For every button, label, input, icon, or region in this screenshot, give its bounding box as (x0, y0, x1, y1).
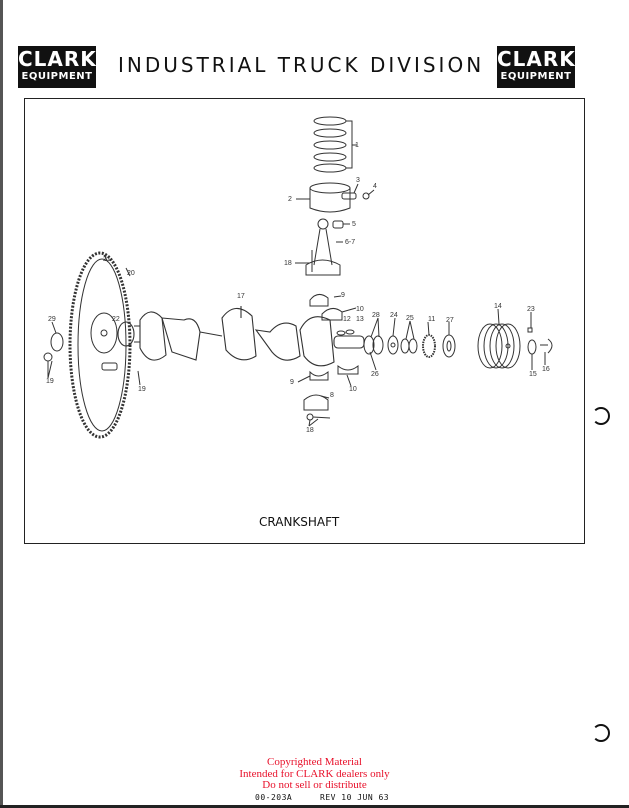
page-title: INDUSTRIAL TRUCK DIVISION (118, 53, 485, 77)
callout-label: 18 (284, 260, 292, 267)
figure-caption: CRANKSHAFT (259, 515, 340, 529)
callout-label: 17 (237, 293, 245, 300)
piston-rings (313, 116, 347, 173)
bearing-lower (309, 370, 329, 381)
callout-label: 24 (390, 312, 398, 319)
flywheel (68, 251, 132, 439)
callout-labels: 1 2 3 4 5 6-7 18 21 20 17 9 10 12 13 28 … (46, 142, 550, 434)
callout-label: 22 (112, 316, 120, 323)
bearing-upper (309, 294, 329, 307)
pilot-bearing (50, 332, 64, 352)
binder-hole-mark (592, 407, 610, 425)
copyright-line: Intended for CLARK dealers only (239, 768, 390, 780)
callout-label: 26 (371, 371, 379, 378)
callout-label: 19 (46, 378, 54, 385)
bearing-thrust (321, 308, 343, 321)
callout-label: 6-7 (345, 239, 355, 246)
callout-label: 25 (406, 315, 414, 322)
figure-frame (24, 98, 585, 544)
callout-label: 23 (527, 306, 535, 313)
clark-logo-right: CLARK EQUIPMENT (497, 46, 575, 88)
document-number: 00-203A (255, 793, 293, 802)
callout-label: 20 (127, 270, 135, 277)
callout-label: 10 (349, 386, 357, 393)
page-bottom-edge (0, 805, 629, 808)
logo-text: CLARK (497, 47, 576, 71)
callout-label: 19 (138, 386, 146, 393)
callout-label: 21 (103, 256, 111, 263)
logo-text: CLARK (18, 47, 97, 71)
crankshaft-gear (422, 334, 436, 358)
callout-label: 2 (288, 196, 292, 203)
callout-label: 27 (446, 317, 454, 324)
bearing-lower-thrust (337, 364, 359, 375)
callout-label: 12 (343, 316, 351, 323)
copyright-line: Do not sell or distribute (262, 779, 367, 791)
binder-hole-mark (592, 724, 610, 742)
callout-label: 16 (542, 366, 550, 373)
logo-subtext: EQUIPMENT (500, 71, 572, 82)
callout-label: 10 (356, 306, 364, 313)
logo-subtext: EQUIPMENT (21, 71, 93, 82)
flywheel-dowel (101, 362, 118, 371)
clark-logo-left: CLARK EQUIPMENT (18, 46, 96, 88)
crankshaft (117, 306, 365, 367)
callout-label: 9 (341, 292, 345, 299)
revision-date: REV 10 JUN 63 (320, 793, 390, 802)
crankshaft-exploded-diagram: 1 2 3 4 5 6-7 18 21 20 17 9 10 12 13 28 … (43, 116, 553, 439)
callout-label: 1 (355, 142, 359, 149)
rod-cap (303, 394, 329, 411)
callout-label: 15 (529, 371, 537, 378)
page-edge (0, 0, 3, 808)
flywheel-bolt-nut (43, 352, 53, 362)
callout-label: 28 (372, 312, 380, 319)
callout-label: 18 (306, 427, 314, 434)
callout-label: 14 (494, 303, 502, 310)
callout-label: 13 (356, 316, 364, 323)
callout-label: 5 (352, 221, 356, 228)
pin-retainer (362, 192, 370, 200)
piston-pin (341, 192, 357, 200)
callout-label: 9 (290, 379, 294, 386)
callout-label: 3 (356, 177, 360, 184)
pin-bushing (332, 220, 344, 229)
callout-label: 29 (48, 316, 56, 323)
callout-label: 4 (373, 183, 377, 190)
callout-label: 8 (330, 392, 334, 399)
crankshaft-pulley (477, 323, 521, 369)
copyright-line: Copyrighted Material (266, 756, 362, 768)
callout-label: 11 (428, 316, 435, 323)
piston (296, 182, 351, 213)
connecting-rod (305, 218, 343, 276)
